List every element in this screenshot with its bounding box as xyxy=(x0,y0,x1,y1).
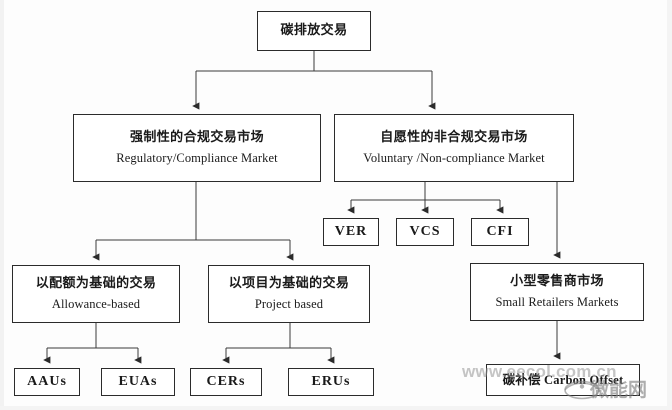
node-label: AAUs xyxy=(27,373,67,389)
node-label: EUAs xyxy=(118,373,158,389)
node-erus[interactable]: ERUs xyxy=(288,368,374,396)
node-label-en: Voluntary /Non-compliance Market xyxy=(363,150,545,165)
node-label-en: Regulatory/Compliance Market xyxy=(116,150,278,165)
node-label-cn: 以配额为基础的交易 xyxy=(35,276,157,292)
node-small-retailers-markets[interactable]: 小型零售商市场 Small Retailers Markets xyxy=(470,263,644,321)
node-label: VCS xyxy=(409,223,441,239)
node-euas[interactable]: EUAs xyxy=(101,368,175,396)
node-cfi[interactable]: CFI xyxy=(471,218,529,246)
node-allowance-based[interactable]: 以配额为基础的交易 Allowance-based xyxy=(12,265,180,323)
node-label-cn: 小型零售商市场 xyxy=(510,274,604,290)
node-vcs[interactable]: VCS xyxy=(396,218,454,246)
node-label: ERUs xyxy=(311,373,351,389)
node-label-en: Allowance-based xyxy=(51,296,141,311)
node-label: CERs xyxy=(206,373,246,389)
page-edge-right xyxy=(667,0,672,410)
node-aaus[interactable]: AAUs xyxy=(14,368,80,396)
node-project-based[interactable]: 以项目为基础的交易 Project based xyxy=(208,265,370,323)
node-ver[interactable]: VER xyxy=(323,218,379,246)
page-edge-left xyxy=(0,0,4,410)
node-label: VER xyxy=(334,223,368,239)
node-label-cn: 自愿性的非合规交易市场 xyxy=(380,130,528,146)
node-cers[interactable]: CERs xyxy=(190,368,262,396)
page-edge-bottom xyxy=(0,406,672,410)
node-carbon-offset[interactable]: 碳补偿 Carbon Offset xyxy=(486,364,640,396)
node-label-en: Project based xyxy=(254,296,324,311)
node-voluntary-noncompliance-market[interactable]: 自愿性的非合规交易市场 Voluntary /Non-compliance Ma… xyxy=(334,114,574,182)
node-label: CFI xyxy=(486,223,514,239)
node-regulatory-compliance-market[interactable]: 强制性的合规交易市场 Regulatory/Compliance Market xyxy=(73,114,321,182)
node-label-en: Small Retailers Markets xyxy=(495,294,619,309)
node-label-cn: 碳排放交易 xyxy=(280,23,348,39)
node-label-cn: 以项目为基础的交易 xyxy=(228,276,350,292)
node-carbon-emission-trading[interactable]: 碳排放交易 xyxy=(257,11,371,51)
node-label-cn: 强制性的合规交易市场 xyxy=(129,130,264,146)
node-label: 碳补偿 Carbon Offset xyxy=(502,372,624,387)
